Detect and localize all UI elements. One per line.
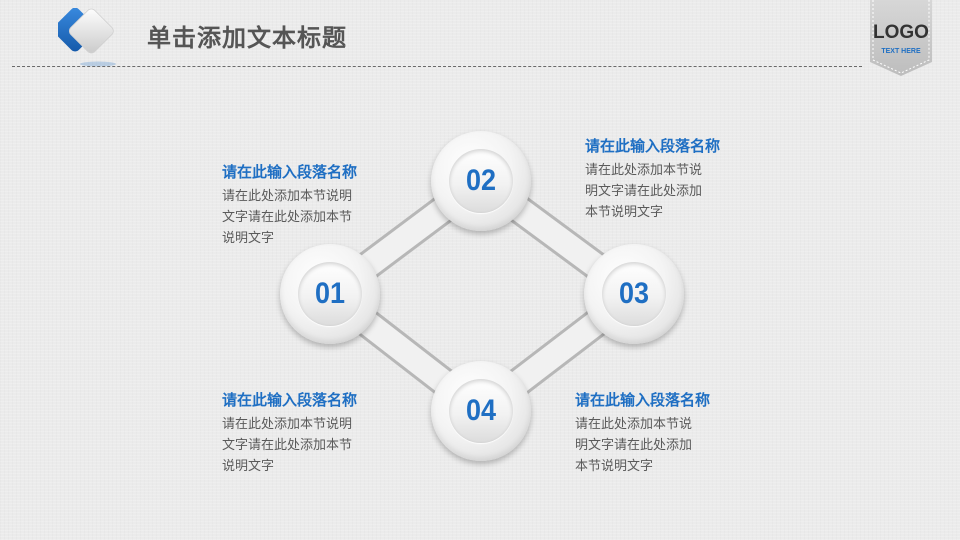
step-number: 03 [618,277,650,310]
block-heading[interactable]: 请在此输入段落名称 [575,392,711,409]
step-node-01[interactable]: 01 [280,244,380,344]
title-diamond-icon [53,7,130,68]
step-number: 02 [465,164,497,197]
step-number: 04 [465,394,497,427]
block-line[interactable]: 明文字请在此处添加 [585,183,703,198]
text-block-top-right: 请在此输入段落名称 请在此处添加本节说 明文字请在此处添加 本节说明文字 [585,137,745,222]
header-divider [12,66,862,67]
block-heading[interactable]: 请在此输入段落名称 [222,392,358,409]
step-node-04[interactable]: 04 [431,361,531,461]
step-node-02[interactable]: 02 [431,131,531,231]
text-block-bottom-right: 请在此输入段落名称 请在此处添加本节说 明文字请在此处添加 本节说明文字 [575,391,735,476]
step-node-03[interactable]: 03 [584,244,684,344]
block-heading[interactable]: 请在此输入段落名称 [585,138,721,155]
block-line[interactable]: 文字请在此处添加本节 [222,437,353,452]
block-line[interactable]: 请在此处添加本节说 [575,416,693,431]
text-block-top-left: 请在此输入段落名称 请在此处添加本节说明 文字请在此处添加本节 说明文字 [222,163,382,248]
block-heading[interactable]: 请在此输入段落名称 [222,164,358,181]
logo-text: LOGO [873,22,929,43]
logo-subtext: TEXT HERE [881,48,921,55]
block-line[interactable]: 请在此处添加本节说 [585,162,703,177]
block-line[interactable]: 本节说明文字 [585,204,664,219]
block-line[interactable]: 请在此处添加本节说明 [222,416,353,431]
block-line[interactable]: 说明文字 [222,230,275,245]
text-block-bottom-left: 请在此输入段落名称 请在此处添加本节说明 文字请在此处添加本节 说明文字 [222,391,382,476]
block-line[interactable]: 本节说明文字 [575,458,654,473]
logo-badge: LOGO TEXT HERE [870,0,932,78]
block-line[interactable]: 请在此处添加本节说明 [222,188,353,203]
block-line[interactable]: 明文字请在此处添加 [575,437,693,452]
page-title[interactable]: 单击添加文本标题 [147,25,347,52]
block-line[interactable]: 说明文字 [222,458,275,473]
step-number: 01 [314,277,346,310]
block-line[interactable]: 文字请在此处添加本节 [222,209,353,224]
